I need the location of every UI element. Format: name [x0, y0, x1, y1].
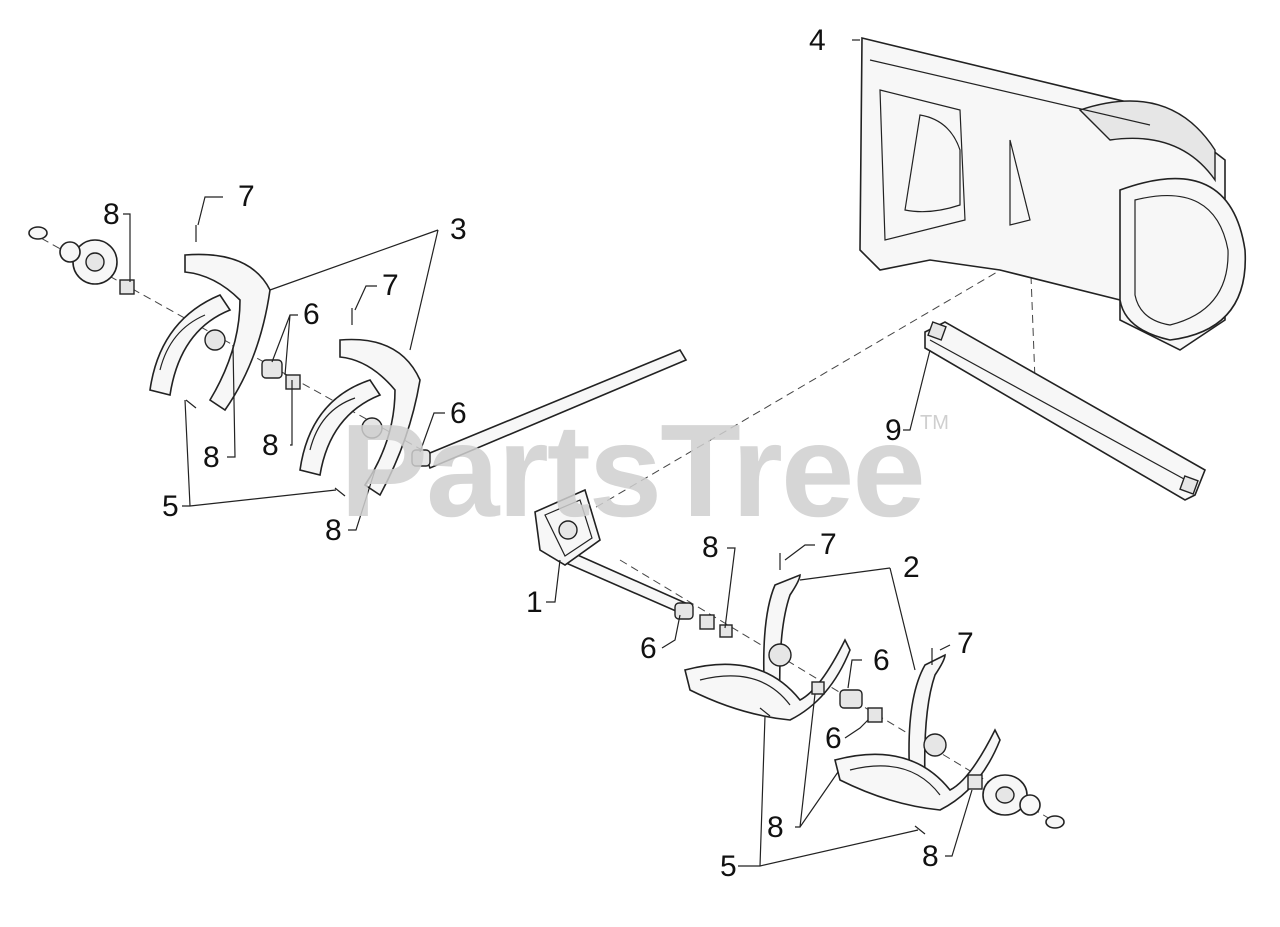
callout-6e[interactable]: 6 [825, 722, 842, 755]
callout-6d[interactable]: 6 [873, 644, 890, 677]
callout-7a[interactable]: 7 [238, 180, 255, 213]
callout-8d[interactable]: 8 [325, 514, 342, 547]
watermark-text: PartsTree [340, 397, 926, 544]
left-bearing-hub[interactable] [28, 226, 135, 295]
callout-8f[interactable]: 8 [767, 811, 784, 844]
shear-bolts[interactable] [185, 225, 933, 835]
callout-6c[interactable]: 6 [640, 632, 657, 665]
callout-4[interactable]: 4 [809, 24, 826, 57]
callout-7d[interactable]: 7 [957, 627, 974, 660]
callout-3[interactable]: 3 [450, 213, 467, 246]
auger-brace[interactable] [924, 321, 1207, 501]
watermark-trademark: TM [920, 412, 949, 434]
auger-housing[interactable] [859, 36, 1247, 351]
callout-2[interactable]: 2 [903, 551, 920, 584]
callout-7b[interactable]: 7 [382, 269, 399, 302]
right-auger-flight-outer[interactable] [834, 653, 1001, 811]
left-auger-flight-outer[interactable] [149, 253, 271, 412]
callout-8c[interactable]: 8 [203, 441, 220, 474]
callout-5a[interactable]: 5 [162, 490, 179, 523]
callout-8g[interactable]: 8 [922, 840, 939, 873]
callout-8a[interactable]: 8 [103, 198, 120, 231]
callout-7c[interactable]: 7 [820, 528, 837, 561]
callout-6b[interactable]: 6 [450, 397, 467, 430]
left-spacers[interactable] [261, 359, 431, 467]
callout-5b[interactable]: 5 [720, 850, 737, 883]
callout-1[interactable]: 1 [526, 586, 543, 619]
callout-8b[interactable]: 8 [262, 429, 279, 462]
leader-lines [123, 39, 973, 867]
callout-9[interactable]: 9 [885, 414, 902, 447]
right-bearing-hub[interactable] [967, 774, 1065, 829]
callout-8e[interactable]: 8 [702, 531, 719, 564]
right-auger-flight-inner[interactable] [684, 573, 851, 721]
left-auger-flight-inner[interactable] [299, 338, 421, 497]
gearbox-shaft-assembly[interactable] [423, 348, 692, 617]
callout-6a[interactable]: 6 [303, 298, 320, 331]
